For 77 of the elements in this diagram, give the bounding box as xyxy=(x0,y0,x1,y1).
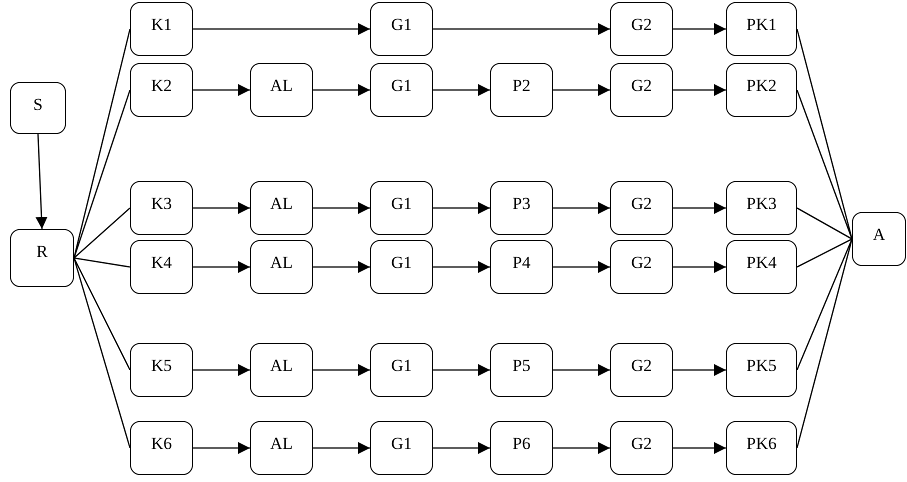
arrow xyxy=(193,23,370,35)
connector-line xyxy=(796,238,853,370)
process-box: G2 xyxy=(610,343,673,397)
arrow xyxy=(193,202,250,214)
arrow xyxy=(553,364,610,376)
process-box: P3 xyxy=(490,181,553,235)
connector-line xyxy=(74,257,130,268)
arrow xyxy=(36,134,48,230)
process-box: PK2 xyxy=(726,63,797,117)
arrow xyxy=(553,84,610,96)
process-box: G1 xyxy=(370,2,433,56)
arrow xyxy=(673,202,726,214)
connector-line xyxy=(796,238,853,448)
arrow xyxy=(313,442,370,454)
connector-line xyxy=(796,90,853,240)
connector-line xyxy=(73,90,131,258)
process-box: K1 xyxy=(130,2,193,56)
arrow xyxy=(433,84,490,96)
process-box: AL xyxy=(250,63,313,117)
arrow xyxy=(313,261,370,273)
process-box: G1 xyxy=(370,63,433,117)
arrow xyxy=(313,202,370,214)
process-box: G2 xyxy=(610,240,673,294)
process-box: AL xyxy=(250,181,313,235)
process-box: AL xyxy=(250,240,313,294)
process-box: G2 xyxy=(610,181,673,235)
process-box: P4 xyxy=(490,240,553,294)
arrow xyxy=(193,364,250,376)
arrow xyxy=(673,261,726,273)
arrow xyxy=(193,261,250,273)
arrow xyxy=(433,261,490,273)
process-box: G1 xyxy=(370,343,433,397)
arrow xyxy=(433,442,490,454)
process-box: PK3 xyxy=(726,181,797,235)
process-box: K3 xyxy=(130,181,193,235)
process-box: AL xyxy=(250,343,313,397)
process-box: K4 xyxy=(130,240,193,294)
process-box: PK6 xyxy=(726,421,797,475)
process-box: PK4 xyxy=(726,240,797,294)
process-box: G1 xyxy=(370,421,433,475)
arrow xyxy=(673,364,726,376)
process-box: P5 xyxy=(490,343,553,397)
process-box: PK5 xyxy=(726,343,797,397)
connector-line xyxy=(796,238,852,268)
arrow xyxy=(193,84,250,96)
arrow xyxy=(433,364,490,376)
process-box: K5 xyxy=(130,343,193,397)
process-box: AL xyxy=(250,421,313,475)
process-box: K6 xyxy=(130,421,193,475)
arrow xyxy=(193,442,250,454)
process-box: P6 xyxy=(490,421,553,475)
arrow xyxy=(553,202,610,214)
connector-line xyxy=(73,258,131,448)
connector-line xyxy=(796,28,853,240)
arrow xyxy=(553,261,610,273)
connector-line xyxy=(74,208,130,258)
arrow xyxy=(673,442,726,454)
arrow xyxy=(313,84,370,96)
connector-line xyxy=(796,207,852,240)
arrow xyxy=(673,84,726,96)
arrow xyxy=(433,202,490,214)
connector-line xyxy=(73,258,131,370)
process-box: PK1 xyxy=(726,2,797,56)
arrow xyxy=(433,23,610,35)
process-box: S xyxy=(10,82,66,134)
process-box: P2 xyxy=(490,63,553,117)
arrow xyxy=(553,442,610,454)
process-box: A xyxy=(852,212,906,266)
arrow xyxy=(673,23,726,35)
arrow xyxy=(313,364,370,376)
process-box: G2 xyxy=(610,421,673,475)
process-box: G1 xyxy=(370,240,433,294)
process-box: G2 xyxy=(610,2,673,56)
process-box: G1 xyxy=(370,181,433,235)
process-box: G2 xyxy=(610,63,673,117)
process-box: R xyxy=(10,229,74,287)
process-box: K2 xyxy=(130,63,193,117)
